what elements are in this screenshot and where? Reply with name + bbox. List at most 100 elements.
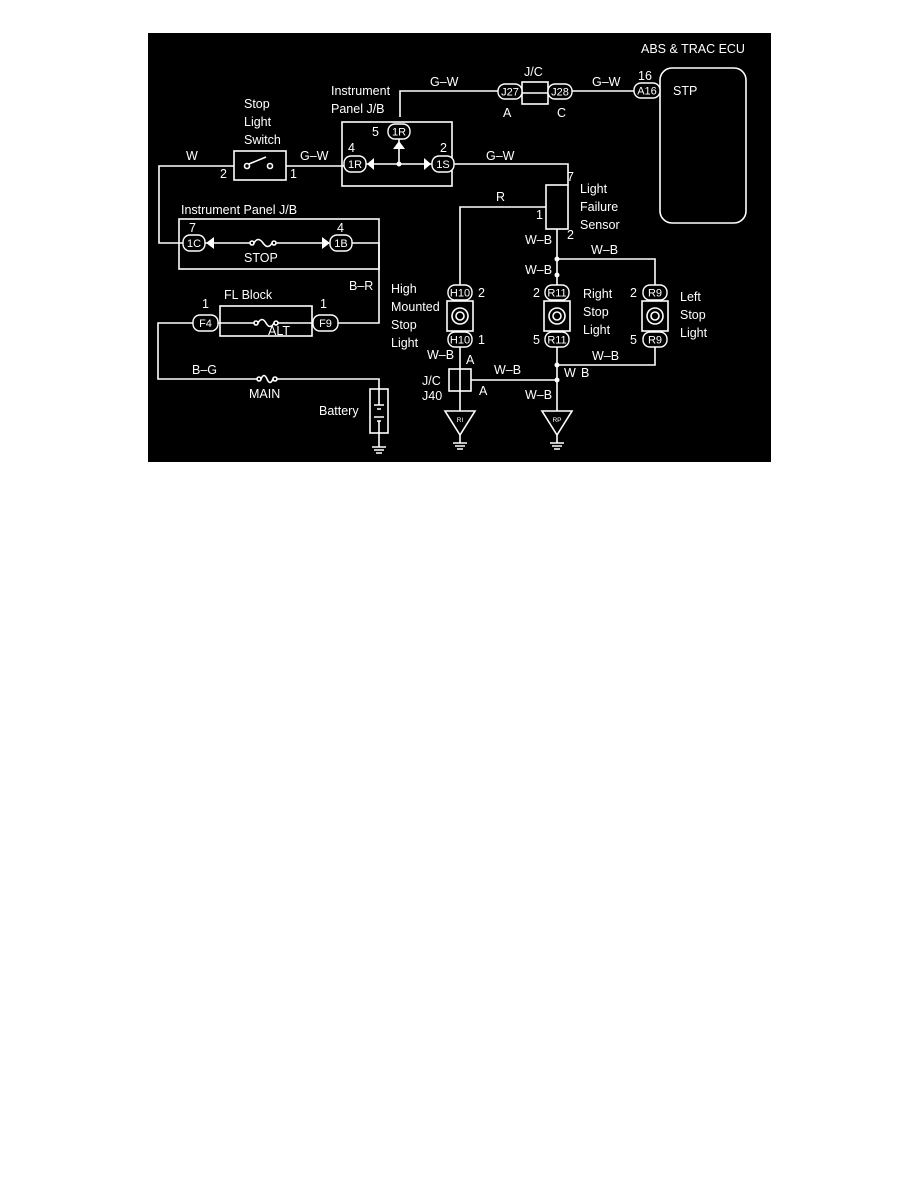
wire-label-wb-left-top: W–B xyxy=(591,243,618,257)
ground-left-earth-icon xyxy=(453,435,467,450)
main-fuse-end-right xyxy=(272,376,278,382)
wire-label-wb-sensor: W–B xyxy=(525,233,552,247)
ground-rp-icon xyxy=(540,410,574,437)
sensor-pin-1: 1 xyxy=(536,208,543,222)
high-mount-filament-icon xyxy=(455,311,465,321)
wire-gw-top xyxy=(399,90,498,117)
r9-bottom-label: R9 xyxy=(648,335,662,347)
sensor-pin-7: 7 xyxy=(567,170,574,184)
stop-switch-label-1: Stop xyxy=(244,97,270,111)
ip-jb-bottom-arrow-right xyxy=(322,237,330,249)
main-fuse-icon xyxy=(260,374,274,384)
ip-jb-top-label-1: Instrument xyxy=(331,84,391,98)
high-mount-pin-2: 2 xyxy=(478,286,485,300)
splice-wb-lower xyxy=(554,362,560,368)
jc-top-label: J/C xyxy=(524,65,543,79)
wire-label-wb-right-top: W–B xyxy=(525,263,552,277)
wire-label-bg: B–G xyxy=(192,363,217,377)
j27-pin: A xyxy=(503,106,512,120)
stop-switch-contact-right xyxy=(266,162,274,170)
wire-gw-sensor xyxy=(454,163,569,185)
sensor-pin-2: 2 xyxy=(567,228,574,242)
left-stop-label-1: Left xyxy=(680,290,701,304)
h10-top-label: H10 xyxy=(450,288,470,300)
stop-switch-box xyxy=(233,150,287,181)
battery-ground-icon xyxy=(372,433,386,454)
wire-label-r: R xyxy=(496,190,505,204)
ip-jb-bottom-pin-7: 7 xyxy=(189,221,196,235)
stop-fuse-icon xyxy=(253,238,273,248)
junction-b-label: B xyxy=(581,366,589,380)
high-mount-pin-1: 1 xyxy=(478,333,485,347)
wire-label-wb-high-mount: W–B xyxy=(427,348,454,362)
ecu-terminal-stp: STP xyxy=(673,84,697,98)
a16-connector-label: A16 xyxy=(637,86,657,98)
stop-switch-pin-1: 1 xyxy=(290,167,297,181)
right-stop-filament-icon xyxy=(552,311,562,321)
wire-label-wb-ground: W–B xyxy=(525,388,552,402)
ecu-title: ABS & TRAC ECU xyxy=(641,42,745,56)
right-stop-label-2: Stop xyxy=(583,305,609,319)
wire-wb-left-stop xyxy=(557,258,656,285)
stop-switch-blade xyxy=(248,156,267,165)
alt-fuse-label: ALT xyxy=(268,324,290,338)
stop-fuse-end-right xyxy=(271,240,277,246)
j28-pin: C xyxy=(557,106,566,120)
fl-block-pin-left: 1 xyxy=(202,297,209,311)
stop-switch-label-3: Switch xyxy=(244,133,281,147)
j28-connector-label: J28 xyxy=(551,87,569,99)
wiring-diagram-svg: ABS & TRAC ECU 16 A16 STP G–W G–W J/C J2… xyxy=(157,42,747,454)
r9-top-label: R9 xyxy=(648,288,662,300)
ip-jb-1r-top-label: 1R xyxy=(392,127,406,139)
f9-connector-label: F9 xyxy=(319,318,332,330)
high-mount-label-1: High xyxy=(391,282,417,296)
wire-w-switch xyxy=(158,165,234,244)
high-mount-label-4: Light xyxy=(391,336,419,350)
ip-jb-top-pin-2: 2 xyxy=(440,141,447,155)
jc-j40-label-2: J40 xyxy=(422,389,442,403)
left-stop-lamp-box xyxy=(641,300,669,332)
ground-right-earth-icon xyxy=(550,435,564,450)
high-mount-bulb-icon xyxy=(451,307,469,325)
wire-wb-left-return xyxy=(557,347,656,366)
fl-block-pin-right: 1 xyxy=(320,297,327,311)
main-fuse-end-left xyxy=(256,376,262,382)
ip-jb-1c-label: 1C xyxy=(187,238,201,250)
stop-switch-contact-left xyxy=(243,162,251,170)
right-stop-label-1: Right xyxy=(583,287,613,301)
ip-jb-arrow-left xyxy=(367,158,374,170)
high-mount-lamp-box xyxy=(446,300,474,332)
right-stop-lamp-box xyxy=(543,300,571,332)
right-stop-pin-5: 5 xyxy=(533,333,540,347)
f4-connector-label: F4 xyxy=(199,318,212,330)
stop-switch-label-2: Light xyxy=(244,115,272,129)
sensor-label-3: Sensor xyxy=(580,218,620,232)
ip-jb-top-pin-5: 5 xyxy=(372,125,379,139)
r9-top-connector xyxy=(642,284,668,301)
wire-label-gw-sensor: G–W xyxy=(486,149,515,163)
splice-wb-right xyxy=(554,272,560,278)
fl-block-label: FL Block xyxy=(224,288,273,302)
jc-j40-pin-right: A xyxy=(479,384,488,398)
sensor-label-2: Failure xyxy=(580,200,618,214)
ip-jb-1r-left-connector xyxy=(343,155,367,173)
ip-jb-bottom-label: Instrument Panel J/B xyxy=(181,203,297,217)
ip-jb-1b-label: 1B xyxy=(334,238,347,250)
j27-connector xyxy=(497,83,523,100)
ip-jb-top-label-2: Panel J/B xyxy=(331,102,385,116)
high-mount-label-2: Mounted xyxy=(391,300,440,314)
wiring-diagram: ABS & TRAC ECU 16 A16 STP G–W G–W J/C J2… xyxy=(148,33,771,462)
stop-switch-pin-2: 2 xyxy=(220,167,227,181)
left-stop-pin-5: 5 xyxy=(630,333,637,347)
junction-w-label: W xyxy=(564,366,576,380)
wire-r xyxy=(459,206,546,285)
abs-trac-ecu-box xyxy=(659,67,747,224)
r11-top-label: R11 xyxy=(547,288,566,300)
ip-jb-bottom-arrow-left xyxy=(206,237,214,249)
wire-label-gw-top: G–W xyxy=(430,75,459,89)
light-failure-sensor-box xyxy=(545,184,569,230)
right-stop-label-3: Light xyxy=(583,323,611,337)
ip-jb-splice xyxy=(396,161,402,167)
ground-ri-label: RI xyxy=(457,417,464,424)
ip-jb-1r-left-label: 1R xyxy=(348,159,362,171)
